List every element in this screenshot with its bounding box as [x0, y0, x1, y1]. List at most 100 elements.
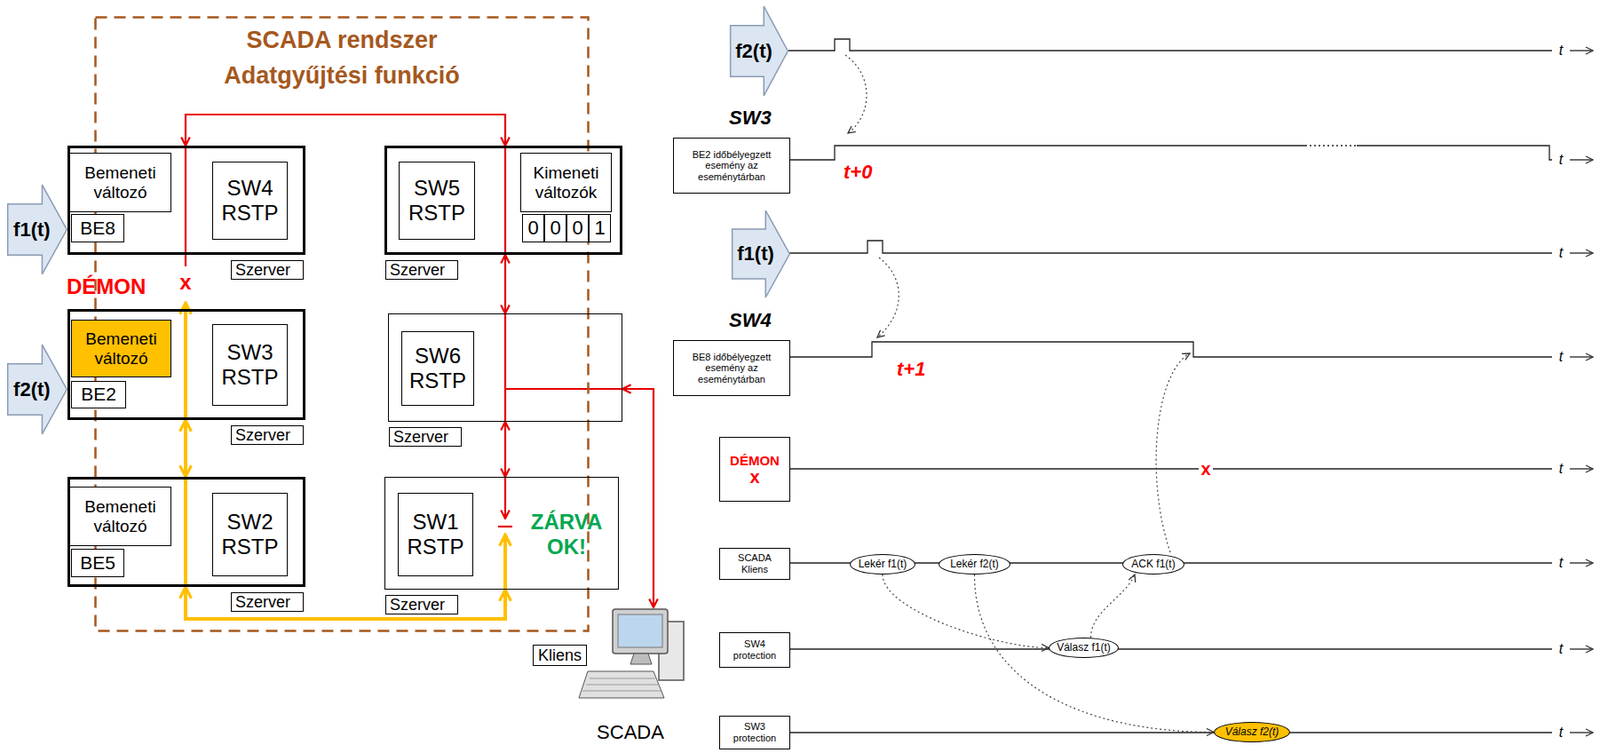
network-link — [183, 419, 188, 477]
server-label: Szerver — [388, 427, 462, 447]
server-box: SzerverBemeneti változóBE8SW4 RSTP — [67, 145, 306, 255]
server-box: SzerverSW6 RSTP — [388, 313, 623, 422]
outline — [730, 6, 789, 96]
server-label: Szerver — [230, 260, 304, 280]
event-text: BE2 időbélyegzett esemény az eseménytárb… — [677, 149, 786, 183]
message-text: Válasz f2(t) — [1225, 726, 1280, 739]
message-ellipse: ACK f1(t) — [1122, 554, 1185, 575]
time-axis-label: t — [1554, 723, 1568, 742]
message-text: ACK f1(t) — [1131, 558, 1175, 571]
box-text: SW5 RSTP — [403, 175, 471, 225]
rstp-switch-box: SW2 RSTP — [212, 492, 288, 577]
signal-arrow: f2(t) — [7, 343, 68, 436]
message-arrow — [974, 574, 1215, 733]
daemon-box: DÉMONx — [719, 436, 791, 502]
box-text: SW3 RSTP — [216, 340, 284, 389]
timeline-signals — [788, 39, 1593, 733]
input-id-box: BE2 — [71, 380, 127, 409]
outline — [7, 344, 68, 435]
time-axis-label: t — [1554, 244, 1568, 262]
box-text: Bemeneti változó — [75, 329, 167, 369]
message-ellipse: Lekér f2(t) — [938, 554, 1011, 575]
server-box: SzerverBemeneti változóBE5SW2 RSTP — [67, 476, 306, 587]
boundary-subtitle: Adatgyűjtési funkció — [94, 62, 590, 90]
switch-state: ZÁRVA OK! — [522, 509, 611, 559]
event-leaders — [845, 55, 1190, 553]
network-link — [504, 421, 507, 477]
message-arrow — [882, 574, 1049, 649]
timestamp-label: t+0 — [843, 160, 872, 183]
input-id-box: BE8 — [71, 213, 125, 243]
daemon-label: DÉMON — [66, 274, 146, 300]
client-caption: SCADA — [572, 720, 689, 744]
timeline-label-box: SW4 protection — [719, 632, 791, 668]
outline — [732, 210, 791, 298]
rstp-switch-box: SW1 RSTP — [397, 492, 474, 577]
network-link — [185, 586, 506, 619]
timeline-label-box: SCADA Kliens — [719, 547, 791, 580]
network-link — [504, 254, 507, 314]
box-text: Bemeneti változó — [73, 163, 167, 203]
signal-name: f2(t) — [7, 378, 57, 401]
server-label: Szerver — [385, 594, 459, 615]
box-text: SW2 RSTP — [216, 509, 284, 559]
input-variable-box: Bemeneti változó — [69, 486, 172, 547]
message-text: Lekér f2(t) — [950, 558, 999, 571]
client-label: Kliens — [532, 644, 587, 666]
event-store-box: SW4BE8 időbélyegzett esemény az eseményt… — [673, 340, 791, 397]
time-axis-label: t — [1554, 640, 1568, 658]
message-ellipse: Lekér f1(t) — [849, 554, 916, 575]
signal-name: f1(t) — [7, 218, 57, 241]
bit-cell: 0 — [566, 213, 589, 243]
network-link — [622, 388, 654, 608]
input-id-box: BE5 — [71, 548, 125, 578]
message-arrow — [1091, 574, 1136, 638]
timeline-heading: SW4 — [728, 308, 772, 332]
box-text: SW4 protection — [723, 638, 786, 661]
output-variables-box: Kimeneti változók — [520, 152, 612, 213]
signal-arrow: f1(t) — [731, 209, 791, 299]
event-store-box: SW3BE2 időbélyegzett esemény az eseményt… — [673, 137, 791, 194]
time-axis-label: t — [1554, 459, 1568, 478]
failure-mark: x — [1198, 458, 1213, 480]
message-text: Lekér f1(t) — [858, 558, 908, 571]
input-variable-box: Bemeneti változó — [69, 152, 172, 213]
signal-name: f1(t) — [731, 242, 780, 265]
signal-arrow: f1(t) — [7, 183, 68, 276]
box-text: SW4 RSTP — [216, 175, 284, 225]
event-text: BE8 időbélyegzett esemény az eseménytárb… — [677, 351, 786, 386]
daemon-text: DÉMON — [729, 452, 780, 468]
box-text: BE2 — [80, 383, 117, 405]
rstp-switch-box: SW6 RSTP — [401, 331, 475, 406]
system-boundary: SCADA rendszerAdatgyűjtési funkcióSzerve… — [94, 15, 590, 633]
message-ellipse: Válasz f2(t) — [1213, 721, 1291, 743]
time-axis-label: t — [1554, 554, 1568, 572]
outline — [7, 184, 68, 275]
failure-mark: x — [177, 269, 194, 295]
time-axis-label: t — [1554, 41, 1568, 60]
timeline-heading: SW3 — [728, 106, 772, 129]
rstp-switch-box: SW3 RSTP — [212, 324, 288, 406]
time-axis-label: t — [1554, 150, 1568, 169]
server-label: Szerver — [385, 260, 459, 280]
box-text: SW3 protection — [723, 720, 786, 744]
timeline-label-box: SW3 protection — [719, 715, 791, 750]
bit-cell: 0 — [522, 213, 545, 243]
rstp-switch-box: SW4 RSTP — [212, 161, 288, 240]
signal-arrow: f2(t) — [729, 5, 789, 97]
bit-cell: 0 — [544, 213, 567, 243]
network-link — [185, 114, 506, 146]
message-text: Válasz f1(t) — [1056, 641, 1111, 655]
timestamp-label: t+1 — [896, 357, 926, 381]
box-text: BE5 — [79, 552, 116, 574]
failure-mark: x — [749, 467, 760, 486]
box-text: SW1 RSTP — [402, 509, 469, 559]
server-label: Szerver — [230, 592, 304, 612]
box-text: Bemeneti változó — [73, 497, 167, 537]
message-ellipse: Válasz f1(t) — [1048, 637, 1119, 658]
box-text: SCADA Kliens — [723, 552, 786, 575]
client-computer: KliensSCADA — [572, 607, 689, 714]
yellow-wiring — [185, 302, 506, 590]
box-text: BE8 — [79, 217, 116, 239]
box-text: SW6 RSTP — [405, 343, 470, 393]
